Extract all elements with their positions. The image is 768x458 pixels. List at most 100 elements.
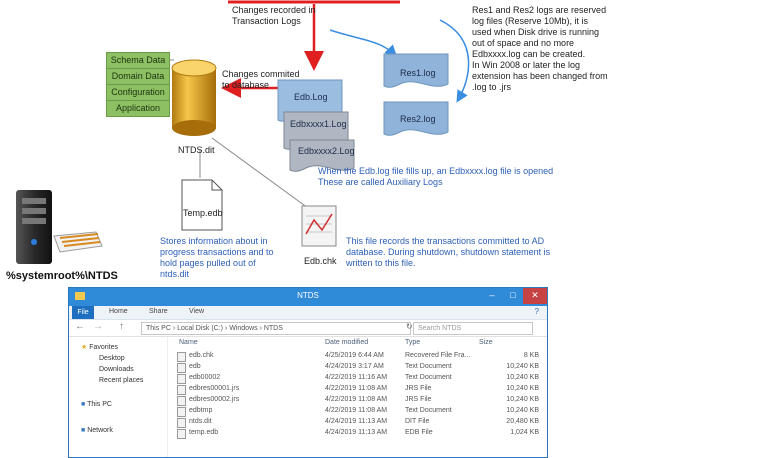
table-row[interactable]: edb.chk 4/25/2019 6:44 AM Recovered File F… [169, 351, 547, 362]
edb-chk-label: Edb.chk [304, 256, 337, 266]
file-date: 4/22/2019 11:08 AM [325, 396, 388, 403]
table-row[interactable]: edb00002 4/22/2019 11:16 AM Text Document 1… [169, 373, 547, 384]
maximize-button[interactable]: □ [510, 290, 516, 300]
nav-network[interactable]: ■ Network [81, 427, 113, 434]
help-icon[interactable]: ? [534, 307, 539, 316]
star-icon: ★ [81, 344, 88, 351]
nav-favorites[interactable]: ★ Favorites [81, 343, 118, 351]
file-date: 4/22/2019 11:08 AM [325, 385, 388, 392]
commit-note: Changes commited to database [222, 69, 300, 90]
file-type: Recovered File Fra... [405, 352, 471, 359]
back-arrow-icon[interactable]: ← [75, 321, 85, 332]
column-name[interactable]: Name [179, 339, 198, 346]
schema-data-box: Schema Data [106, 52, 170, 69]
column-size[interactable]: Size [479, 339, 493, 346]
file-size: 1,024 KB [510, 429, 539, 436]
address-bar-row: ← → ↑ This PC › Local Disk (C:) › Window… [69, 320, 547, 337]
forward-arrow-icon[interactable]: → [93, 321, 103, 332]
file-icon [177, 429, 186, 439]
temp-edb-icon [181, 179, 223, 231]
file-size: 8 KB [523, 352, 539, 359]
connector-chk [211, 137, 309, 209]
server-icon [16, 190, 103, 264]
file-name: edb.chk [189, 352, 214, 359]
table-row[interactable]: edbres00002.jrs 4/22/2019 11:08 AM JRS Fil… [169, 395, 547, 406]
blue-arrow-res2 [439, 19, 470, 103]
reserve-logs-note: Res1 and Res2 logs are reserved log file… [472, 5, 608, 92]
file-type: Text Document [405, 363, 452, 370]
res2-log-icon [383, 101, 449, 136]
file-icon [177, 396, 186, 406]
nav-this-pc-label: This PC [87, 401, 112, 408]
search-input[interactable]: Search NTDS [413, 322, 533, 335]
column-date-modified[interactable]: Date modified [325, 339, 369, 346]
configuration-box: Configuration [106, 84, 170, 101]
file-date: 4/22/2019 11:16 AM [325, 374, 388, 381]
ribbon: File Home Share View ? [69, 306, 547, 320]
database-icon [171, 59, 217, 136]
transaction-logs-note: Changes recorded in Transaction Logs [232, 5, 316, 26]
explorer-window: NTDS – □ ✕ File Home Share View ? ← → ↑ … [68, 287, 548, 458]
file-type: Text Document [405, 374, 452, 381]
navigation-pane: ★ Favorites Desktop Downloads Recent pla… [69, 337, 168, 457]
nav-this-pc[interactable]: ■ This PC [81, 401, 112, 408]
up-arrow-icon[interactable]: ↑ [119, 321, 124, 332]
nav-desktop[interactable]: Desktop [99, 355, 125, 362]
res2-log-label: Res2.log [400, 114, 436, 124]
edb-chk-note: This file records the transactions commi… [346, 236, 551, 268]
file-name: edbres00002.jrs [189, 396, 240, 403]
nav-downloads[interactable]: Downloads [99, 366, 134, 373]
nav-recent-places[interactable]: Recent places [99, 377, 144, 384]
file-date: 4/24/2019 11:13 AM [325, 429, 388, 436]
nav-favorites-label: Favorites [89, 344, 119, 351]
edbxxxx2-log-label: Edbxxxx2.Log [298, 146, 355, 156]
computer-icon: ■ [81, 401, 86, 408]
column-type[interactable]: Type [405, 339, 421, 346]
edbxxxx1-log-label: Edbxxxx1.Log [290, 119, 347, 129]
file-list: Name Date modified Type Size edb.chk 4/25… [169, 337, 547, 457]
domain-data-box: Domain Data [106, 68, 170, 85]
file-size: 10,240 KB [506, 385, 539, 392]
file-type: DIT File [405, 418, 430, 425]
refresh-icon[interactable]: ↻ [406, 322, 413, 331]
table-row[interactable]: edbres00001.jrs 4/22/2019 11:08 AM JRS Fil… [169, 384, 547, 395]
network-icon: ■ [81, 427, 86, 434]
temp-edb-note: Stores information about in progress tra… [160, 236, 274, 279]
file-type: JRS File [405, 385, 432, 392]
file-type: JRS File [405, 396, 432, 403]
tab-view[interactable]: View [189, 308, 205, 315]
file-size: 10,240 KB [506, 374, 539, 381]
tab-home[interactable]: Home [109, 308, 128, 315]
file-icon [177, 418, 186, 428]
res1-log-label: Res1.log [400, 68, 436, 78]
close-button[interactable]: ✕ [523, 288, 547, 304]
application-box: Application [106, 100, 170, 117]
folder-icon [75, 292, 85, 300]
file-size: 20,480 KB [506, 418, 539, 425]
title-bar: NTDS – □ ✕ [69, 288, 547, 306]
file-name: edb00002 [189, 374, 221, 381]
file-name: edbres00001.jrs [189, 385, 240, 392]
file-icon [177, 374, 186, 384]
address-bar[interactable]: This PC › Local Disk (C:) › Windows › NT… [141, 322, 411, 335]
table-row[interactable]: temp.edb 4/24/2019 11:13 AM EDB File 1,024 … [169, 428, 547, 439]
file-size: 10,240 KB [506, 407, 539, 414]
minimize-button[interactable]: – [489, 290, 495, 300]
file-size: 10,240 KB [506, 396, 539, 403]
temp-edb-label: Temp.edb [183, 208, 223, 218]
file-name: edb [189, 363, 201, 370]
file-date: 4/24/2019 3:17 AM [325, 363, 384, 370]
tab-share[interactable]: Share [149, 308, 168, 315]
file-name: edbtmp [189, 407, 213, 414]
file-icon [177, 352, 186, 362]
file-name: temp.edb [189, 429, 219, 436]
file-type: EDB File [405, 429, 433, 436]
file-date: 4/25/2019 6:44 AM [325, 352, 384, 359]
tab-file[interactable]: File [72, 306, 94, 319]
file-type: Text Document [405, 407, 452, 414]
table-row[interactable]: edb 4/24/2019 3:17 AM Text Document 10,240 … [169, 362, 547, 373]
edb-chk-icon [301, 205, 337, 247]
file-size: 10,240 KB [506, 363, 539, 370]
